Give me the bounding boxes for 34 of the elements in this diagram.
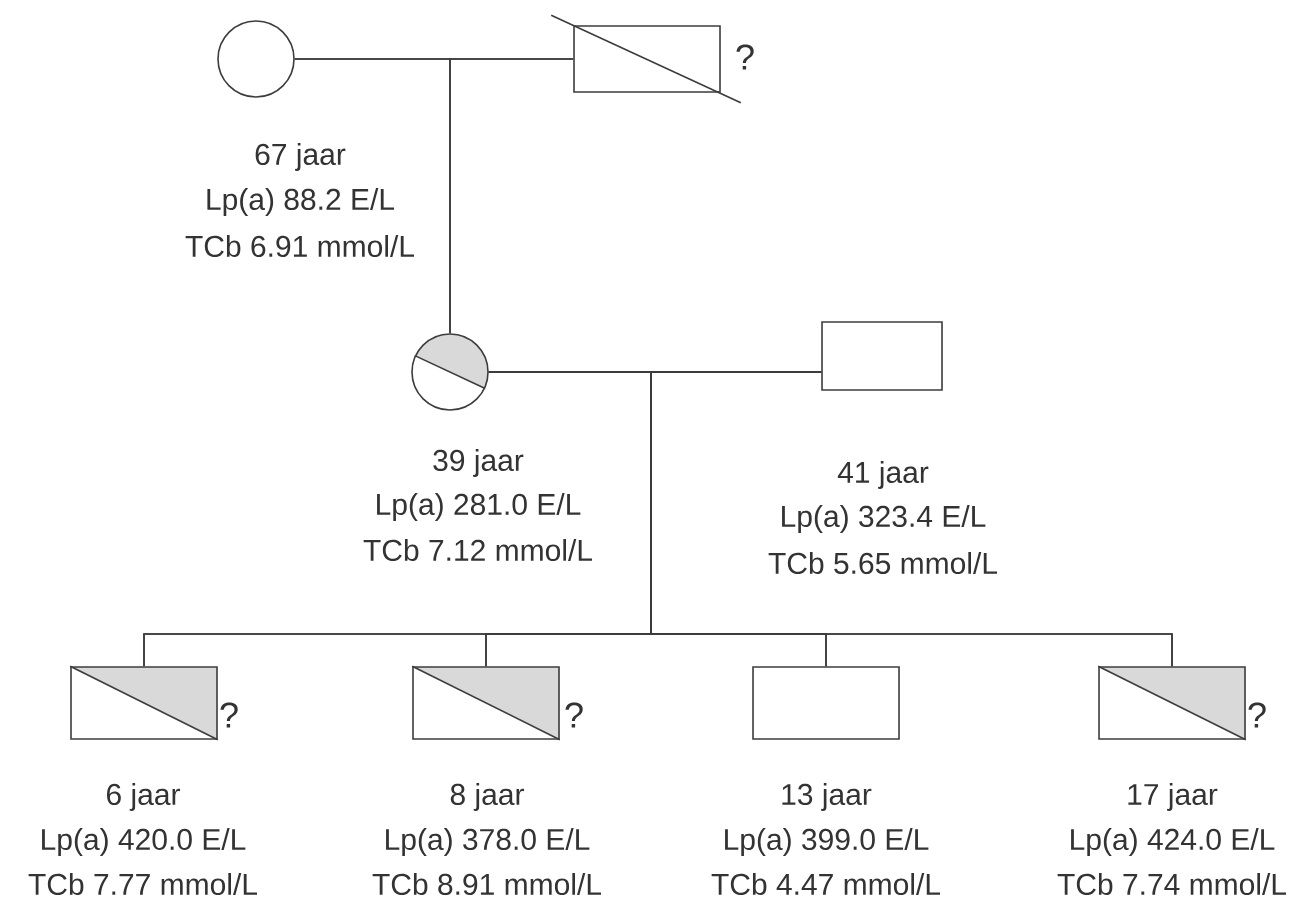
annotation-text: Lp(a) 420.0 E/L: [42, 828, 246, 856]
annotation-text: 41 jaar: [837, 461, 929, 489]
pedigree-line: [650, 371, 1173, 667]
annotation-text: TCb 4.47 mmol/L: [711, 873, 940, 896]
annotation-text: Lp(a) 88.2 E/L: [207, 188, 395, 216]
annotation-text: TCb 7.74 mmol/L: [1057, 873, 1286, 896]
annotation-text: 67 jaar: [255, 143, 346, 171]
question-mark: ?: [565, 702, 583, 728]
annotation-text: 39 jaar: [433, 449, 524, 477]
annotation-text: TCb 6.91 mmol/L: [185, 235, 414, 257]
male-square: [752, 666, 900, 740]
male-square: [1097, 665, 1247, 741]
annotation-text: TCb 8.91 mmol/L: [372, 873, 601, 896]
annotation-text: 13 jaar: [782, 783, 872, 811]
annotation-text: 17 jaar: [1128, 783, 1218, 811]
annotation-text: Lp(a) 323.4 E/L: [782, 505, 986, 533]
annotation-text: 6 jaar: [107, 783, 180, 811]
male-square: [69, 665, 219, 741]
male-square: [821, 321, 943, 391]
question-mark: ?: [220, 702, 238, 728]
female-circle: [217, 20, 295, 98]
annotation-text: Lp(a) 281.0 E/L: [377, 493, 581, 521]
question-mark: ?: [736, 44, 754, 70]
annotation-text: TCb 5.65 mmol/L: [768, 552, 997, 575]
male-square: [411, 665, 561, 741]
question-mark: ?: [1248, 702, 1266, 728]
annotation-text: TCb 7.12 mmol/L: [363, 539, 592, 562]
annotation-text: Lp(a) 378.0 E/L: [386, 828, 590, 856]
annotation-text: Lp(a) 424.0 E/L: [1071, 828, 1275, 856]
pedigree-line: [449, 58, 574, 334]
annotation-text: Lp(a) 399.0 E/L: [725, 828, 929, 856]
female-circle: [411, 333, 489, 411]
annotation-text: TCb 7.77 mmol/L: [28, 873, 257, 896]
annotation-text: 8 jaar: [450, 783, 524, 811]
